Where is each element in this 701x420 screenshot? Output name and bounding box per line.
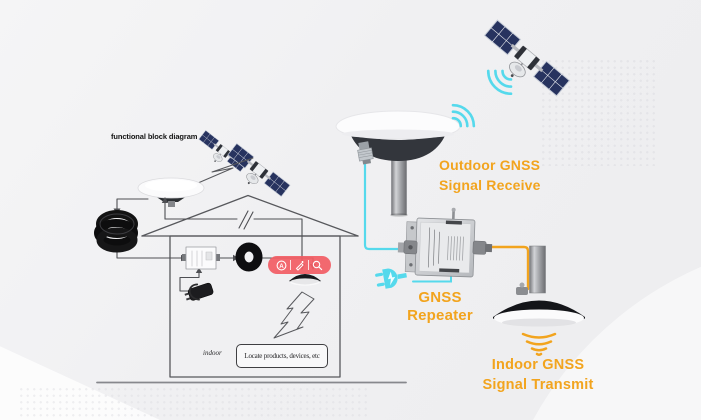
watermark-badge: A [268, 256, 331, 274]
flow-arrows [113, 197, 317, 292]
repeater-callout-line2: Repeater [407, 307, 473, 324]
ai-circle-icon: A [276, 260, 287, 270]
wifi-signal-icon [521, 332, 557, 356]
cable-break-marks [238, 210, 254, 230]
badge-divider [308, 260, 309, 270]
locate-note-text: Locate products, devices, etc [244, 352, 320, 360]
functional-diagram-title: functional block diagram [111, 132, 198, 141]
locate-note-box: Locate products, devices, etc [236, 344, 328, 368]
coax-cable-orange [489, 245, 530, 291]
pen-icon [295, 260, 304, 271]
svg-text:A: A [279, 263, 284, 270]
outdoor-callout-line2: Signal Receive [439, 177, 541, 193]
satellite-icon [474, 19, 571, 108]
indoor-callout-line1: Indoor GNSS [491, 357, 585, 373]
cable-coil [94, 210, 138, 253]
mini-indoor-antenna [289, 274, 321, 286]
indoor-room-label: indoor [203, 349, 222, 357]
antenna-connector [357, 141, 374, 165]
repeater-callout-line1: GNSS [418, 289, 462, 306]
indoor-gnss-antenna [493, 245, 585, 327]
outdoor-gnss-antenna [335, 110, 461, 217]
badge-divider [290, 260, 291, 270]
indoor-signal-callout: Indoor GNSS Signal Transmit [452, 355, 624, 395]
magnifier-icon [312, 260, 323, 270]
cable-coil [235, 242, 263, 272]
house-outline [141, 194, 359, 378]
indoor-callout-line2: Signal Transmit [482, 377, 594, 393]
gnss-repeater-device [397, 207, 493, 278]
coax-cable-cyan [363, 161, 404, 251]
mini-repeater [182, 246, 220, 270]
satellite-icon [220, 142, 291, 206]
outdoor-signal-callout: Outdoor GNSS Signal Receive [439, 155, 541, 195]
halftone-dots-bottom-left [18, 386, 368, 420]
lightning-bolt [273, 291, 315, 339]
repeater-callout: GNSS Repeater [392, 289, 488, 325]
mini-outdoor-antenna [137, 177, 205, 207]
power-plug-icon [375, 268, 407, 289]
functional-block-diagram [94, 129, 407, 384]
mini-power-adapter [184, 282, 214, 301]
outdoor-callout-line1: Outdoor GNSS [439, 157, 541, 173]
